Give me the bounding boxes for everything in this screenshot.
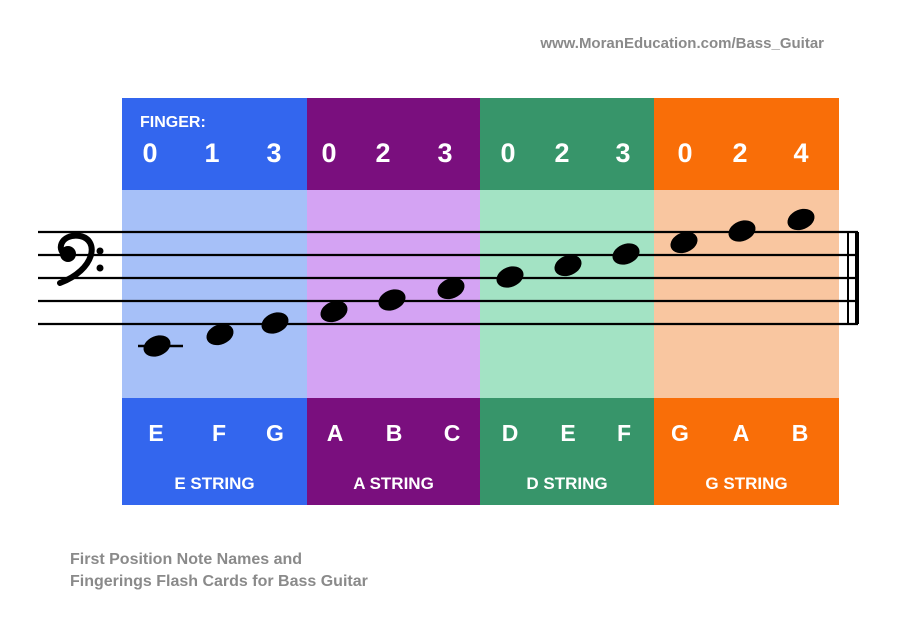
d-string-note-band [480, 398, 654, 505]
note-head [554, 254, 582, 277]
finger-number: 0 [677, 138, 693, 168]
note-head [206, 323, 234, 346]
caption: First Position Note Names and Fingerings… [70, 549, 368, 593]
e-string-panel: FINGER: 0 1 3 E F G E STRING [122, 98, 307, 505]
e-string-staff-band [122, 190, 307, 398]
note-name: E [148, 420, 164, 446]
a-string-note-band [307, 398, 480, 505]
note-head [787, 208, 815, 231]
note-head [496, 266, 524, 288]
note-name: B [385, 420, 403, 446]
finger-label: FINGER: [140, 114, 206, 131]
note-name: F [211, 420, 227, 446]
note-name: A [732, 420, 750, 446]
bass-clef-icon [57, 232, 104, 286]
string-name: G STRING [705, 474, 788, 493]
note-name: E [560, 420, 576, 446]
g-string-note-band [654, 398, 839, 505]
note-head [670, 231, 698, 254]
caption-line-2: Fingerings Flash Cards for Bass Guitar [70, 573, 368, 590]
note-head [378, 289, 406, 311]
d-string-staff-band [480, 190, 654, 398]
note-head [143, 335, 171, 357]
note-head [320, 300, 348, 323]
note-name: D [501, 420, 519, 446]
website-url: www.MoranEducation.com/Bass_Guitar [540, 35, 824, 52]
note-head [261, 312, 289, 334]
string-name: E STRING [174, 474, 255, 493]
finger-number: 0 [142, 138, 158, 168]
note-head [728, 220, 756, 242]
finger-number: 3 [615, 138, 631, 168]
finger-number: 2 [375, 138, 391, 168]
finger-number: 1 [204, 138, 220, 168]
note-name: C [443, 420, 461, 446]
d-string-finger-band [480, 98, 654, 190]
note-name: B [791, 420, 809, 446]
note-head [437, 277, 465, 300]
note-name: G [266, 420, 284, 446]
string-name: D STRING [526, 474, 608, 493]
finger-number: 4 [793, 138, 809, 168]
note-name: A [326, 420, 344, 446]
g-string-panel: 0 2 4 G A B G STRING [654, 98, 839, 505]
note-name: G [671, 420, 689, 446]
note-head [612, 243, 640, 265]
finger-number: 2 [732, 138, 748, 168]
finger-number: 2 [554, 138, 570, 168]
note-name: F [616, 420, 632, 446]
a-string-finger-band [307, 98, 480, 190]
note-heads [143, 208, 815, 357]
d-string-panel: 0 2 3 D E F D STRING [480, 98, 654, 505]
e-string-note-band [122, 398, 307, 505]
e-string-finger-band [122, 98, 307, 190]
finger-number: 0 [500, 138, 516, 168]
finger-number: 0 [321, 138, 337, 168]
staff-lines [38, 230, 859, 326]
finger-number: 3 [437, 138, 453, 168]
string-name: A STRING [353, 474, 434, 493]
caption-line-1: First Position Note Names and [70, 551, 303, 568]
g-string-finger-band [654, 98, 839, 190]
finger-number: 3 [266, 138, 282, 168]
